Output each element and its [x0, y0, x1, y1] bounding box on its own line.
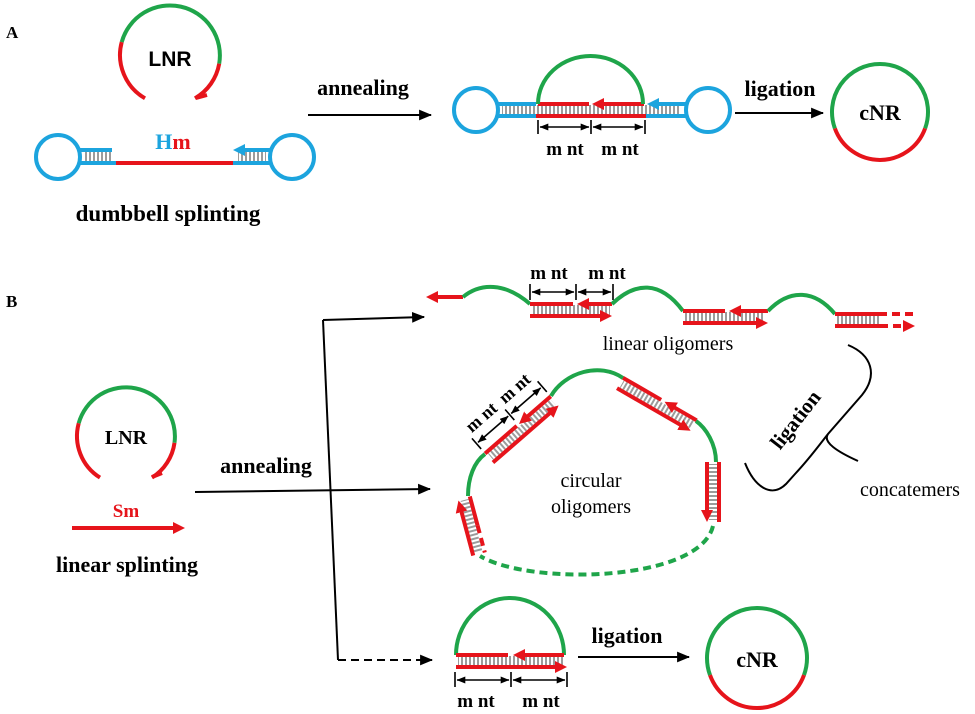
concatemers-brace-shape	[744, 344, 872, 492]
lnr-a-red-right-arm	[193, 63, 222, 101]
linear-right-length: m nt	[588, 263, 626, 284]
linear-left-length: m nt	[530, 263, 568, 284]
hm-label-h: H	[155, 129, 172, 154]
circular-block-d-inner-dashed	[475, 524, 487, 553]
cnr-a-green-arc	[830, 61, 930, 130]
panel-a-label: A	[6, 23, 19, 42]
concatemers-ligation-label: ligation	[765, 385, 826, 453]
cnr-b: cNR	[705, 606, 809, 710]
annealed-a-base-pairs	[502, 105, 680, 115]
monomer-left-length: m nt	[457, 691, 495, 712]
circular-caption-line2: oligomers	[551, 496, 631, 518]
cnr-b-label: cNR	[736, 647, 779, 672]
annealing-b-branch-line	[322, 319, 339, 661]
circular-block-d	[455, 495, 487, 557]
circular-block-d-outer	[455, 500, 476, 557]
monomer-measure-bars	[454, 672, 568, 687]
panel-b: B LNR Sm linear splinting annealing	[6, 263, 960, 712]
lnr-b-red-left-arm	[75, 422, 102, 480]
annealed-a-right-length: m nt	[601, 139, 639, 160]
circular-block-b-splint	[616, 386, 691, 431]
ligation-a-label: ligation	[745, 76, 816, 101]
circular-block-a-pairs	[487, 399, 556, 460]
monomer-base-pairs	[458, 656, 563, 666]
hm-label: Hm	[155, 129, 190, 154]
annealed-a-left-length: m nt	[546, 139, 584, 160]
annealed-complex-a: m nt m nt	[452, 54, 732, 160]
panel-a: A LNR Hm dumbbell splinting annealing	[6, 3, 930, 226]
linear-block1-pairs	[532, 305, 610, 315]
lnr-a-green-loop	[119, 3, 222, 65]
annealing-b-label: annealing	[220, 453, 312, 478]
linear-splinting-caption: linear splinting	[56, 552, 198, 577]
dumbbell-caption: dumbbell splinting	[76, 201, 261, 226]
annealing-b-arrow-linear	[322, 311, 426, 323]
dumbbell-right-stem-pairs	[238, 151, 266, 162]
circular-left-length: m nt	[461, 398, 501, 436]
cnr-a: cNR	[830, 61, 930, 162]
hm-label-m: m	[172, 129, 190, 154]
concatemers-brace: ligation concatemers	[744, 344, 960, 501]
cnr-b-green-arc	[705, 606, 809, 676]
circular-measure-left	[477, 415, 509, 443]
circular-green-dashed-loop	[478, 525, 715, 577]
circular-block-c	[701, 462, 721, 522]
linear-oligomers: m nt m nt linear oligomers	[426, 263, 915, 355]
lnr-b: LNR	[75, 385, 177, 480]
sm-label: Sm	[113, 501, 140, 522]
circular-green-loop-1	[466, 452, 487, 497]
lnr-a-red-left-arm	[118, 41, 147, 101]
lnr-b-red-end-hook	[151, 471, 163, 479]
circular-green-loop-3	[694, 419, 718, 463]
annealed-a-left-loop	[452, 86, 500, 134]
cnr-a-red-arc	[833, 127, 927, 162]
dumbbell-right-loop	[268, 133, 316, 181]
circular-caption-line1: circular	[560, 470, 621, 492]
circular-block-a-splint	[491, 405, 559, 465]
lnr-a-label: LNR	[148, 48, 191, 71]
dumbbell-left-loop	[34, 133, 82, 181]
circular-oligomers: m nt m nt circula	[455, 368, 721, 577]
monomer-green-loop	[454, 596, 566, 656]
dumbbell-left-stem-pairs	[84, 151, 112, 162]
panel-b-label: B	[6, 292, 17, 311]
monomer-right-length: m nt	[522, 691, 560, 712]
annealed-a-right-loop	[684, 86, 732, 134]
monomer-complex: m nt m nt	[454, 596, 568, 712]
cnr-b-red-arc	[708, 674, 806, 710]
circular-block-b-outer-left	[622, 376, 663, 402]
linear-green-loop-1	[461, 284, 532, 306]
linear-measure-bars	[529, 284, 614, 300]
linear-block2-pairs	[685, 312, 765, 322]
cnr-a-label: cNR	[859, 100, 902, 125]
ligation-b-label: ligation	[592, 623, 663, 648]
circular-measure-right	[510, 387, 542, 415]
circular-block-b-outer-right	[664, 401, 698, 423]
linear-oligomers-caption: linear oligomers	[603, 333, 734, 355]
concatemers-caption: concatemers	[860, 479, 960, 501]
linear-green-loop-2	[610, 285, 685, 313]
lnr-a-red-end-hook	[195, 93, 208, 100]
circular-green-loop-2	[549, 368, 625, 398]
lnr-b-label: LNR	[105, 427, 148, 449]
annealed-a-green-loop	[536, 54, 645, 105]
annealed-a-measure-bars	[537, 120, 646, 134]
lnr-a: LNR	[118, 3, 222, 101]
lnr-b-green-loop	[76, 385, 177, 444]
dumbbell-splint: Hm dumbbell splinting	[34, 129, 316, 226]
circular-right-length: m nt	[494, 369, 534, 407]
annealing-a-label: annealing	[317, 75, 409, 100]
circular-block-a: m nt m nt	[461, 369, 559, 465]
circular-block-c-pairs	[709, 464, 717, 520]
circular-block-b-pairs	[619, 380, 694, 428]
annealing-b-arrow-circular	[194, 483, 432, 495]
circular-block-b	[616, 376, 698, 431]
circular-measure-bars	[471, 380, 548, 450]
linear-block3-pairs	[837, 315, 879, 325]
lnr-b-red-right-arm	[150, 442, 177, 480]
linear-green-loop-3	[766, 292, 837, 316]
circular-block-d-inner-solid	[467, 495, 480, 526]
